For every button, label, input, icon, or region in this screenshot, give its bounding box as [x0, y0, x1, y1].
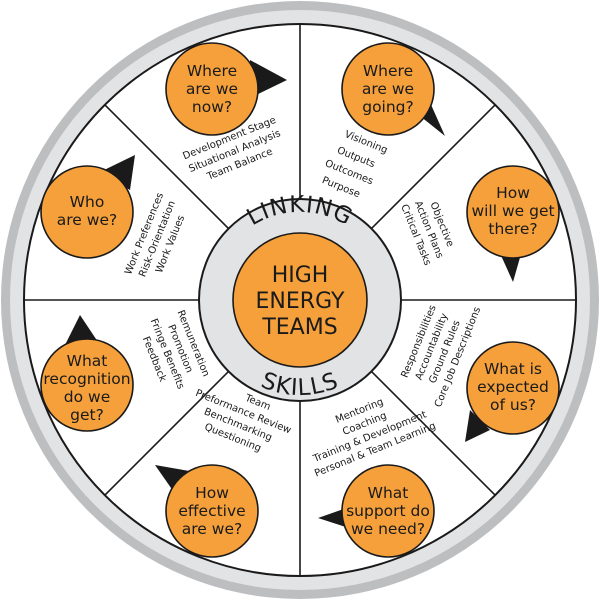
question-bubble[interactable] [165, 464, 259, 558]
svg-text:support do: support do [346, 502, 430, 520]
pointer-icon [250, 60, 287, 98]
question-bubble[interactable] [341, 464, 435, 558]
svg-text:there?: there? [488, 220, 537, 238]
svg-text:ENERGY: ENERGY [256, 289, 345, 314]
question-bubble[interactable] [40, 165, 134, 259]
svg-text:What: What [368, 484, 409, 502]
svg-text:HIGH: HIGH [272, 263, 329, 288]
svg-text:now?: now? [192, 98, 232, 116]
pointer-icon [465, 410, 490, 442]
svg-text:we need?: we need? [351, 520, 425, 538]
svg-text:Who: Who [70, 193, 105, 211]
svg-text:will we get: will we get [471, 202, 554, 220]
svg-text:expected: expected [477, 378, 549, 396]
svg-text:Where: Where [363, 62, 413, 80]
svg-text:recognition: recognition [43, 370, 130, 388]
svg-text:How: How [195, 484, 229, 502]
question-bubble[interactable] [466, 341, 560, 435]
svg-text:effective: effective [178, 502, 245, 520]
svg-text:What: What [67, 352, 108, 370]
svg-text:get?: get? [70, 406, 104, 424]
svg-text:are we?: are we? [57, 211, 117, 229]
svg-text:What is: What is [484, 360, 542, 378]
svg-text:are we: are we [362, 80, 414, 98]
question-bubble[interactable] [466, 165, 560, 259]
pointer-icon [65, 315, 100, 345]
svg-text:are we?: are we? [182, 520, 242, 538]
svg-text:going?: going? [362, 98, 414, 116]
pointer-icon [100, 155, 135, 190]
question-bubble[interactable] [165, 42, 259, 136]
hub-center [232, 232, 368, 368]
hub-title: HIGH ENERGY TEAMS [256, 263, 345, 340]
spokes [24, 24, 576, 576]
question-bubble[interactable] [341, 42, 435, 136]
svg-text:of us?: of us? [490, 396, 536, 414]
svg-text:How: How [496, 184, 530, 202]
svg-text:TEAMS: TEAMS [261, 315, 337, 340]
svg-text:do we: do we [64, 388, 110, 406]
question-bubble[interactable] [40, 338, 134, 432]
svg-text:are we: are we [186, 80, 238, 98]
svg-text:Where: Where [187, 62, 237, 80]
